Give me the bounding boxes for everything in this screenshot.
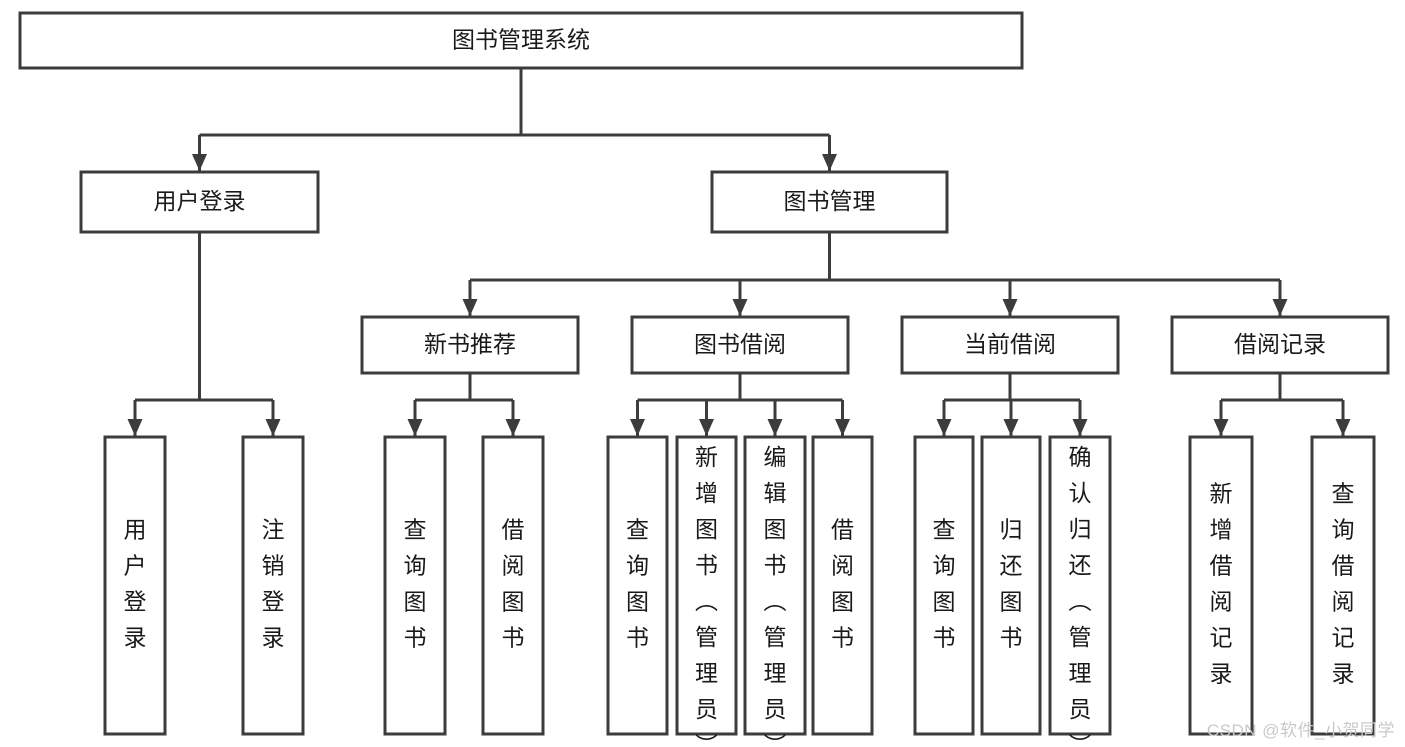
node-borrow-record[interactable]: 借阅记录 (1170, 315, 1390, 375)
arrow-head-icon (732, 299, 748, 316)
arrow-head-icon (1003, 419, 1019, 436)
node-leaf-query-book-3[interactable]: 查询图书 (913, 435, 975, 736)
connector-borrowrecord-to-leaves (1213, 373, 1351, 436)
node-leaf-query-book-3-label: 查询图书 (933, 517, 956, 651)
node-leaf-query-book-2-label: 查询图书 (626, 517, 649, 651)
connector-currentborrow-to-leaves (936, 373, 1088, 436)
connector-userlogin-to-leaves (127, 232, 281, 436)
connector-newbookrec-to-leaves (407, 373, 521, 436)
node-leaf-query-book-3-box (913, 435, 975, 736)
node-layer: 图书管理系统用户登录图书管理新书推荐图书借阅当前借阅借阅记录用户登录注销登录查询… (18, 11, 1390, 747)
node-current-borrow[interactable]: 当前借阅 (900, 315, 1120, 375)
arrow-head-icon (1002, 299, 1018, 316)
node-leaf-user-logout-label: 注销登录 (262, 517, 285, 651)
node-leaf-borrow-book-1[interactable]: 借阅图书 (481, 435, 545, 736)
node-book-borrow-box (630, 315, 850, 375)
node-new-book-rec-label: 新书推荐 (424, 331, 516, 357)
node-leaf-add-record[interactable]: 新增借阅记录 (1188, 435, 1254, 736)
node-leaf-query-record-label: 查询借阅记录 (1332, 481, 1355, 687)
node-leaf-return-book-label: 归还图书 (1000, 517, 1023, 651)
arrow-head-icon (630, 419, 645, 436)
arrow-head-icon (265, 419, 281, 436)
node-leaf-query-book-1-label: 查询图书 (404, 517, 427, 651)
node-leaf-user-logout[interactable]: 注销登录 (241, 435, 305, 736)
connector-root-to-level2 (192, 68, 837, 171)
node-leaf-borrow-book-2-label: 借阅图书 (831, 517, 854, 651)
node-root-图书管理系统[interactable]: 图书管理系统 (18, 11, 1024, 70)
node-book-borrow-label: 图书借阅 (694, 331, 786, 357)
arrow-head-icon (1272, 299, 1288, 316)
arrow-head-icon (835, 419, 850, 436)
node-borrow-record-label: 借阅记录 (1234, 331, 1326, 357)
node-new-book-rec-box (360, 315, 580, 375)
node-leaf-user-login-box (103, 435, 167, 736)
node-root-图书管理系统-box (18, 11, 1024, 70)
arrow-head-icon (1072, 419, 1088, 436)
node-leaf-return-book-box (980, 435, 1042, 736)
node-leaf-add-book[interactable]: 新增图书︵管理员︶ (675, 435, 738, 747)
node-leaf-add-book-box (675, 435, 738, 736)
node-book-manage-box (710, 170, 949, 234)
arrow-head-icon (1335, 419, 1351, 436)
node-leaf-borrow-book-2[interactable]: 借阅图书 (811, 435, 874, 736)
node-leaf-add-record-box (1188, 435, 1254, 736)
node-leaf-edit-book-box (743, 435, 807, 736)
arrow-head-icon (462, 299, 478, 316)
arrow-head-icon (822, 154, 837, 171)
node-leaf-borrow-book-1-label: 借阅图书 (502, 517, 525, 651)
arrow-head-icon (127, 419, 143, 436)
node-book-borrow[interactable]: 图书借阅 (630, 315, 850, 375)
arrow-head-icon (1213, 419, 1229, 436)
node-leaf-add-book-label: 新增图书︵管理员︶ (695, 444, 718, 747)
node-leaf-return-book[interactable]: 归还图书 (980, 435, 1042, 736)
node-book-manage-label: 图书管理 (784, 188, 876, 214)
arrow-head-icon (505, 419, 521, 436)
arrow-head-icon (699, 419, 714, 436)
node-leaf-user-login[interactable]: 用户登录 (103, 435, 167, 736)
node-leaf-query-record[interactable]: 查询借阅记录 (1310, 435, 1376, 736)
node-leaf-confirm-return[interactable]: 确认归还︵管理员︶ (1048, 435, 1112, 747)
node-leaf-query-book-1-box (383, 435, 447, 736)
node-root-图书管理系统-label: 图书管理系统 (452, 27, 590, 53)
node-leaf-user-logout-box (241, 435, 305, 736)
node-leaf-borrow-book-1-box (481, 435, 545, 736)
node-current-borrow-label: 当前借阅 (964, 331, 1056, 357)
node-borrow-record-box (1170, 315, 1390, 375)
arrow-head-icon (767, 419, 783, 436)
node-leaf-edit-book-label: 编辑图书︵管理员︶ (764, 444, 787, 747)
node-leaf-user-login-label: 用户登录 (124, 517, 147, 651)
node-leaf-confirm-return-box (1048, 435, 1112, 736)
node-leaf-query-book-1[interactable]: 查询图书 (383, 435, 447, 736)
node-leaf-query-book-2[interactable]: 查询图书 (606, 435, 669, 736)
node-user-login-box (79, 170, 320, 234)
node-user-login-label: 用户登录 (154, 188, 246, 214)
node-user-login[interactable]: 用户登录 (79, 170, 320, 234)
node-leaf-edit-book[interactable]: 编辑图书︵管理员︶ (743, 435, 807, 747)
node-leaf-query-book-2-box (606, 435, 669, 736)
connector-bookborrow-to-leaves (630, 373, 850, 436)
arrow-head-icon (192, 154, 207, 171)
arrow-head-icon (936, 419, 952, 436)
node-leaf-borrow-book-2-box (811, 435, 874, 736)
connector-layer (127, 68, 1351, 436)
arrow-head-icon (407, 419, 423, 436)
node-current-borrow-box (900, 315, 1120, 375)
node-leaf-add-record-label: 新增借阅记录 (1210, 481, 1233, 687)
node-new-book-rec[interactable]: 新书推荐 (360, 315, 580, 375)
connector-bookmanage-to-level3 (462, 232, 1288, 316)
node-leaf-query-record-box (1310, 435, 1376, 736)
node-leaf-confirm-return-label: 确认归还︵管理员︶ (1069, 444, 1092, 747)
node-book-manage[interactable]: 图书管理 (710, 170, 949, 234)
